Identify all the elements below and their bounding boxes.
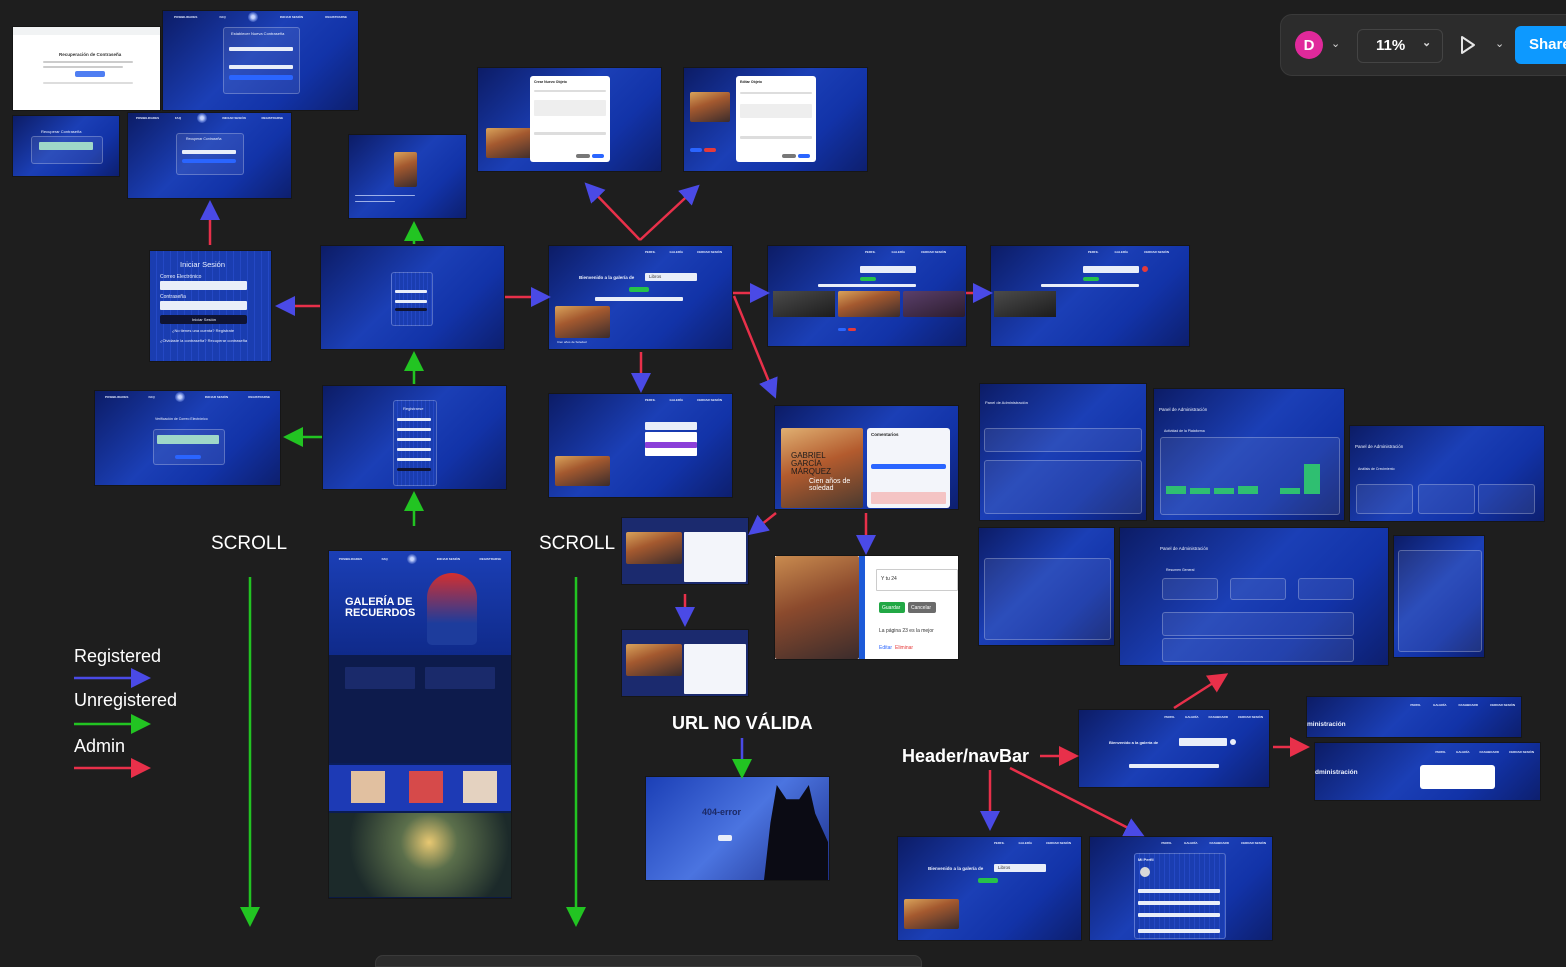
gallery-item-title: Cien años de Soledad [557,340,587,344]
comments-title: Comentarios [871,432,899,437]
admin-panel-title-4: Panel de Administración [1160,546,1209,551]
admin-side-title: ministración [1307,721,1346,728]
login-password-input[interactable] [160,301,247,310]
navbar-books-welcome: Bienvenido a la galería de [928,866,984,871]
login-button-label: Iniciar Sesión [192,317,217,322]
comment-save-label: Guardar [882,605,901,611]
admin-panel-title-3: Panel de Administración [1355,444,1404,449]
comment-save-button[interactable] [879,602,905,613]
user-avatar[interactable]: D [1295,31,1323,59]
zoom-value: 11% [1376,37,1406,54]
email-recovery-title: Recuperación de Contraseña [59,52,122,57]
register-frame[interactable]: Registrarse [323,386,506,489]
book-author: GABRIEL GARCÍA MÁRQUEZ [791,451,831,476]
url-invalid-label: URL NO VÁLIDA [672,713,813,733]
login-small-frame[interactable] [321,246,504,349]
comment-text: La página 23 es la mejor [879,628,934,634]
admin-summary-frame[interactable]: Panel de Administración Resumen General [1120,528,1388,665]
comment-delete-link[interactable]: Eliminar [895,645,914,651]
landing-title: GALERÍA DE RECUERDOS [345,596,416,619]
share-button[interactable]: Share [1515,26,1566,64]
admin-objects-frame[interactable]: Panel de Administración [980,384,1146,520]
email-verification-title: Verificación de Correo Electrónico [155,417,208,421]
admin-growth-frame[interactable]: Panel de Administración Análisis de Crec… [1350,426,1544,521]
legend-admin: Admin [74,736,126,756]
scroll-label-left: SCROLL [211,533,288,554]
error-404-frame[interactable]: 404-error [646,777,829,880]
gallery-select[interactable] [645,273,697,281]
login-title: Iniciar Sesión [180,260,226,269]
error-title: 404-error [702,807,742,817]
object-comments-frame[interactable]: GABRIEL GARCÍA MÁRQUEZ Cien años de sole… [775,406,958,509]
recover-title-small: Recuperar Contraseña [41,129,82,134]
login-password-label: Contraseña [160,294,186,300]
comment-input[interactable] [876,569,958,591]
edit-object-title: Editar Objeto [740,80,762,84]
create-object-frame[interactable]: Crear Nuevo Objeto [478,68,661,171]
admin-activity-title: Actividad de la Plataforma [1164,429,1205,433]
play-icon[interactable] [1459,35,1477,55]
bottom-toolbar [375,955,922,967]
admin-activity-frame[interactable]: Panel de Administración Actividad de la … [1154,389,1344,520]
login-email-input[interactable] [160,281,247,290]
comment-cancel-button[interactable] [908,602,936,613]
register-title: Registrarse [403,406,424,411]
comment-input-text: Y tu 24 [881,576,897,582]
profile-title: Mi Perfil [1138,857,1154,862]
login-forgot-link[interactable]: ¿Olvidaste la contraseña? Recuperar cont… [160,338,248,343]
scroll-label-right: SCROLL [539,533,616,554]
book-title: Cien años de soledad [809,478,851,492]
play-chevron-icon[interactable]: ⌄ [1495,38,1505,50]
comment-cancel-label: Cancelar [911,605,932,611]
comment-edit-link[interactable]: Editar [879,645,893,651]
admin-side-title-2: dministración [1315,769,1358,776]
legend-registered: Registered [74,646,162,666]
admin-panel-title-2: Panel de Administración [1159,407,1208,412]
admin-users-frame[interactable] [979,528,1114,645]
gallery-comments-edit-frame[interactable] [622,630,748,696]
top-toolbar: D ⌄ 11% ⌄ ⌄ Share [1280,14,1566,76]
gallery-select-value: Libros [649,274,662,279]
legend-unregistered: Unregistered [74,690,178,710]
navbar-books-select: Libros [998,865,1011,870]
login-email-label: Correo Electrónico [160,274,202,280]
share-label: Share [1529,36,1566,53]
object-detail-frame[interactable] [349,135,466,218]
login-frame[interactable]: Iniciar Sesión Correo Electrónico Contra… [150,251,271,361]
admin-summary-title: Resumen General [1166,568,1195,572]
header-navbar-label: Header/navBar [902,746,1030,766]
admin-growth-title: Análisis de Crecimiento [1358,467,1395,471]
admin-panel-title-1: Panel de Administración [985,400,1028,405]
reset-password-title: Establecer Nueva Contraseña [231,31,285,36]
login-register-link[interactable]: ¿No tienes una cuenta? Regístrate [172,328,235,333]
gallery-comments-small-frame[interactable] [622,518,748,584]
recover-password-frame-small[interactable]: Recuperar Contraseña [13,116,119,176]
zoom-dropdown[interactable]: 11% ⌄ [1357,29,1443,63]
gallery-welcome: Bienvenido a la galería de [579,275,635,280]
create-object-title: Crear Nuevo Objeto [534,80,567,84]
login-button[interactable] [160,315,247,324]
comment-zoom-frame[interactable]: Y tu 24 Guardar Cancelar La página 23 es… [775,556,958,659]
email-recovery-frame[interactable]: Recuperación de Contraseña [13,27,160,110]
zoom-chevron-icon: ⌄ [1422,37,1432,49]
navbar-gallery-welcome: Bienvenido a la galería de [1109,740,1159,745]
edit-object-frame[interactable]: Editar Objeto [684,68,867,171]
recover-title: Recuperar Contraseña [186,137,222,141]
chevron-down-icon[interactable]: ⌄ [1331,38,1341,50]
admin-table-frame[interactable] [1394,536,1484,657]
